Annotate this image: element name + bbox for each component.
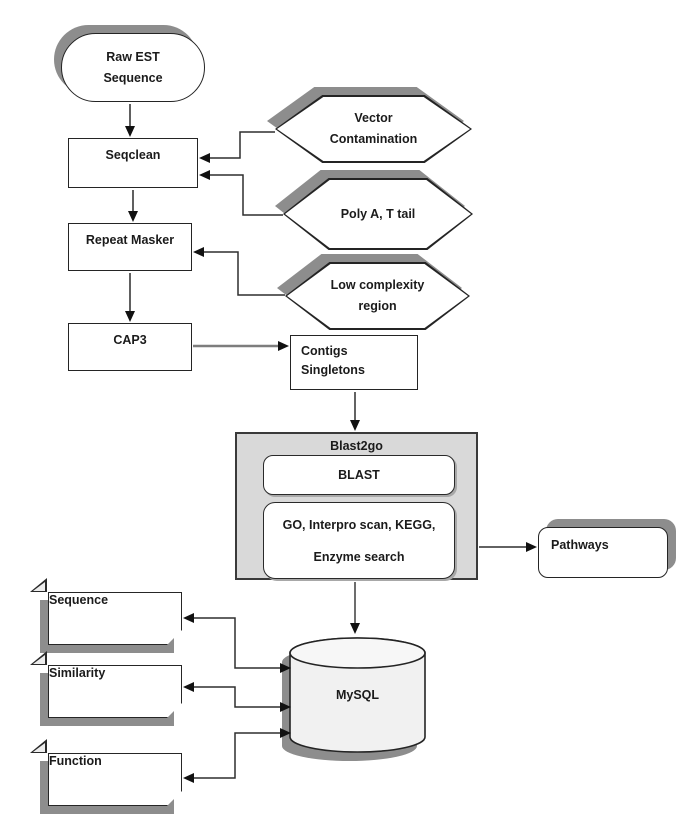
arrowhead: [125, 311, 135, 322]
node-mysql-cylinder: [282, 637, 426, 761]
node-label: Raw EST: [106, 49, 160, 64]
node-label: Similarity: [49, 666, 106, 680]
hexagon-fill: [287, 264, 468, 328]
folded-corner-inner: [33, 655, 45, 664]
node-label: MySQL: [335, 688, 380, 702]
node-cap3: CAP3: [68, 323, 192, 371]
edge-lowcomplexity-repeat: [202, 251, 285, 296]
hexagon-fill: [277, 97, 470, 161]
arrowhead: [350, 420, 360, 431]
node-label: Poly A, T tail: [340, 206, 416, 221]
node-label: Enzyme search: [313, 549, 405, 564]
arrowhead: [183, 613, 194, 623]
document-shape: Function: [48, 753, 182, 806]
node-seqclean: Seqclean: [68, 138, 198, 188]
node-label: Contamination: [329, 132, 418, 146]
node-low-complexity-region: Low complexity region: [277, 254, 470, 330]
arrowhead: [128, 211, 138, 222]
arrowhead: [199, 153, 210, 163]
node-label: GO, Interpro scan, KEGG,: [282, 517, 436, 532]
edge-mysql-similarity: [193, 686, 281, 708]
folded-corner-inner: [33, 582, 45, 591]
node-repeat-masker: Repeat Masker: [68, 223, 192, 271]
arrowhead: [183, 682, 194, 692]
node-raw-est-sequence: Raw EST Sequence: [61, 33, 205, 102]
folded-corner-inner: [33, 743, 45, 752]
node-label: Repeat Masker: [85, 233, 175, 247]
hexagon-fill: [285, 180, 471, 248]
edge-mysql-function: [193, 732, 281, 779]
arrowhead: [278, 341, 289, 351]
edge-vector-seqclean: [208, 131, 275, 159]
node-label: Sequence: [103, 70, 163, 85]
node-label: CAP3: [113, 333, 147, 347]
edge-polya-seqclean: [208, 174, 283, 216]
node-blast: BLAST: [263, 455, 455, 495]
node-label: Contigs: [301, 344, 348, 358]
node-label: Singletons: [301, 363, 365, 377]
document-shape: Sequence: [48, 592, 182, 645]
node-label: Vector: [354, 111, 393, 125]
arrowhead: [199, 170, 210, 180]
node-pathways: Pathways: [538, 527, 668, 578]
node-label: BLAST: [338, 468, 380, 482]
cylinder-top: [289, 637, 426, 669]
node-label: Seqclean: [105, 148, 161, 162]
node-poly-a-t-tail: Poly A, T tail: [275, 170, 473, 250]
arrowhead: [193, 247, 204, 257]
node-go-interpro-kegg: GO, Interpro scan, KEGG, Enzyme search: [263, 502, 455, 579]
container-title: Blast2go: [330, 439, 383, 453]
node-label: Function: [49, 754, 102, 768]
node-label: Pathways: [551, 538, 609, 552]
arrowhead: [526, 542, 537, 552]
arrowhead: [183, 773, 194, 783]
node-label: region: [358, 299, 397, 313]
document-shape: Similarity: [48, 665, 182, 718]
arrowhead: [125, 126, 135, 137]
edge-mysql-sequence: [193, 617, 281, 669]
node-vector-contamination: Vector Contamination: [267, 87, 472, 163]
node-contigs-singletons: Contigs Singletons: [290, 335, 418, 390]
node-label: Sequence: [49, 593, 109, 607]
node-mysql-label: MySQL: [290, 688, 425, 702]
node-label: Low complexity: [330, 278, 425, 292]
